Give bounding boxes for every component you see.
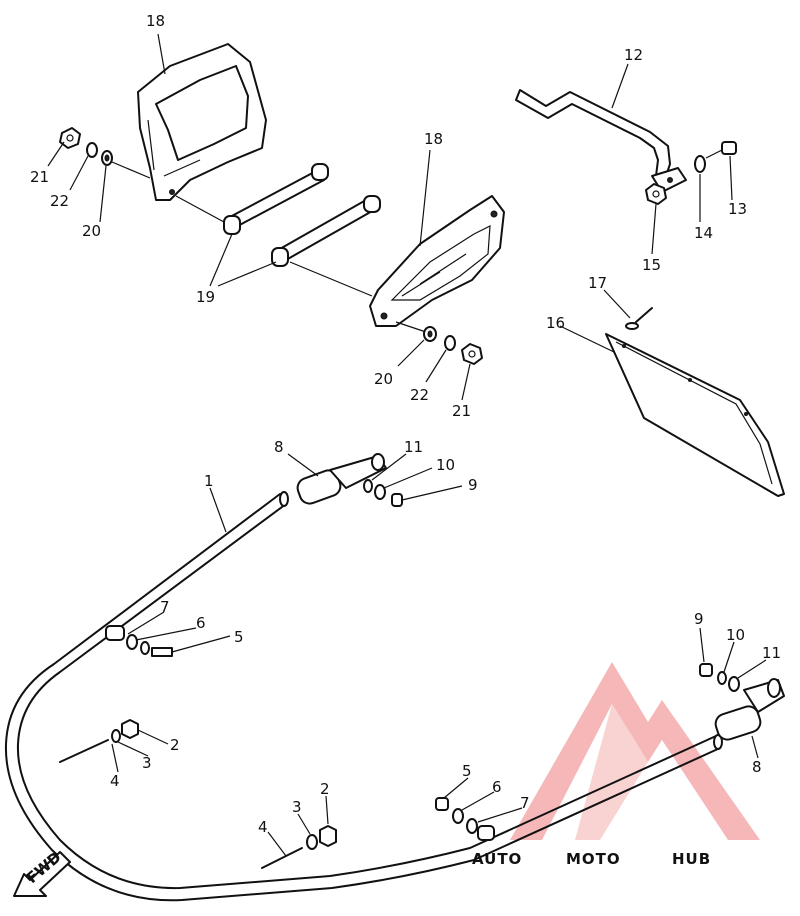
callout-4-left: 4 xyxy=(110,772,120,790)
callout-8-upper: 8 xyxy=(274,438,284,456)
callout-11-upper: 11 xyxy=(404,438,423,456)
part-3-washer-bottom xyxy=(306,834,318,850)
callout-9-lower: 9 xyxy=(694,610,704,628)
part-8-lower-end xyxy=(714,678,785,741)
part-7-mount-upper xyxy=(105,625,125,641)
part-18-right-bracket xyxy=(369,195,505,327)
part-2-nut-bottom xyxy=(319,825,337,847)
leader-lines xyxy=(47,33,767,857)
callout-7-upper: 7 xyxy=(160,598,170,616)
callout-19: 19 xyxy=(196,288,215,306)
callout-5-upper: 5 xyxy=(234,628,244,646)
callout-7-lower: 7 xyxy=(520,794,530,812)
part-21-nut-right xyxy=(461,343,483,365)
callout-16: 16 xyxy=(546,314,565,332)
callout-2-left: 2 xyxy=(170,736,180,754)
callout-4-bottom: 4 xyxy=(258,818,268,836)
callout-8-lower: 8 xyxy=(752,758,762,776)
part-6-washer-upper xyxy=(126,634,138,650)
part-2-nut-left xyxy=(121,719,139,739)
callout-18-left: 18 xyxy=(146,12,165,30)
callout-5-lower: 5 xyxy=(462,762,472,780)
callout-22-right: 22 xyxy=(410,386,429,404)
callout-2-bottom: 2 xyxy=(320,780,330,798)
callout-6-upper: 6 xyxy=(196,614,206,632)
callout-15: 15 xyxy=(642,256,661,274)
part-8-upper-end xyxy=(296,453,387,505)
callout-10-lower: 10 xyxy=(726,626,745,644)
callout-numbers: 18 18 21 22 20 19 20 22 21 12 13 14 15 1… xyxy=(30,12,781,836)
part-9-bolt-lower xyxy=(699,663,713,677)
callout-9-upper: 9 xyxy=(468,476,478,494)
callout-10-upper: 10 xyxy=(436,456,455,474)
callout-17: 17 xyxy=(588,274,607,292)
part-22-washer-right xyxy=(444,335,456,351)
part-10-washer-upper xyxy=(374,484,386,500)
part-15-nut xyxy=(645,183,667,205)
callout-11-lower: 11 xyxy=(762,644,781,662)
part-5-bolt-lower xyxy=(435,797,449,811)
callout-21-left: 21 xyxy=(30,168,49,186)
callout-22-left: 22 xyxy=(50,192,69,210)
fwd-arrow: FWD xyxy=(13,848,71,897)
part-20-washer-right xyxy=(423,326,437,342)
part-12-bar xyxy=(515,89,687,193)
callout-20-left: 20 xyxy=(82,222,101,240)
watermark-text: AUTO MOTO HUB xyxy=(472,850,711,868)
part-13-bolt xyxy=(705,141,737,159)
callout-20-right: 20 xyxy=(374,370,393,388)
callout-12: 12 xyxy=(624,46,643,64)
part-21-nut-left xyxy=(59,127,81,149)
watermark-auto: AUTO xyxy=(472,850,522,868)
part-18-left-bracket xyxy=(137,43,267,201)
part-9-bolt-upper xyxy=(391,493,403,507)
part-5-bolt-upper xyxy=(140,641,173,657)
watermark-hub: HUB xyxy=(672,850,711,868)
part-14-washer xyxy=(694,155,706,173)
part-11-washer-upper xyxy=(363,479,373,493)
part-16-plate xyxy=(605,333,785,497)
part-19-rods xyxy=(175,163,381,297)
part-6-washer-lower xyxy=(452,808,464,824)
callout-14: 14 xyxy=(694,224,713,242)
part-10-washer-lower xyxy=(717,671,727,685)
part-4-stud-bottom xyxy=(261,847,303,869)
callout-3-left: 3 xyxy=(142,754,152,772)
callout-21-right: 21 xyxy=(452,402,471,420)
part-7-mount-lower xyxy=(466,818,495,841)
part-22-washer-left xyxy=(86,142,98,158)
callout-18-right: 18 xyxy=(424,130,443,148)
part-4-stud-left xyxy=(59,739,109,763)
part-17-screw xyxy=(625,307,653,330)
callout-6-lower: 6 xyxy=(492,778,502,796)
callout-1: 1 xyxy=(204,472,214,490)
part-11-washer-lower xyxy=(728,676,740,692)
part-3-washer-left xyxy=(111,729,121,743)
callout-13: 13 xyxy=(728,200,747,218)
watermark-moto: MOTO xyxy=(566,850,621,868)
callout-3-bottom: 3 xyxy=(292,798,302,816)
part-20-washer-left xyxy=(101,150,113,166)
